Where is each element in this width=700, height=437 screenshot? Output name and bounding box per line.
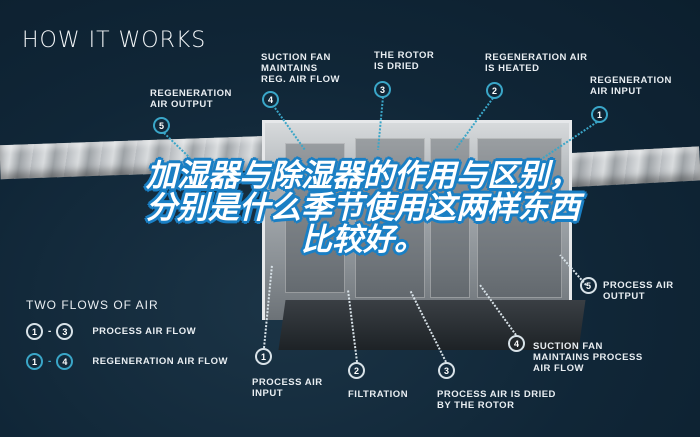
callout-regeneration-air-output: REGENERATION AIR OUTPUT 5: [150, 88, 232, 134]
step-5-icon: 5: [580, 277, 597, 294]
callout-label: REGENERATION AIR INPUT: [590, 75, 672, 97]
callout-process-dried: 3 PROCESS AIR IS DRIED BY THE ROTOR: [437, 362, 556, 411]
callout-label: PROCESS AIR INPUT: [252, 377, 323, 399]
step-1-icon: 1: [26, 323, 43, 340]
step-3-icon: 3: [438, 362, 455, 379]
unit-compartment: [477, 138, 562, 298]
step-3-icon: 3: [56, 323, 74, 340]
page-title: HOW IT WORKS: [22, 28, 207, 53]
step-1-icon: 1: [26, 353, 43, 370]
legend-dash: -: [48, 356, 52, 367]
unit-compartment: [430, 138, 470, 298]
legend-title: TWO FLOWS OF AIR: [26, 298, 159, 312]
step-4-icon: 4: [508, 335, 525, 352]
callout-label: FILTRATION: [348, 389, 409, 400]
step-1-icon: 1: [255, 348, 272, 365]
unit-compartment: [355, 138, 425, 298]
step-1-icon: 1: [591, 106, 608, 123]
headline-overlay: 加湿器与除湿器的作用与区别，分别是什么季节使用这两样东西比较好。: [145, 158, 581, 258]
callout-label: PROCESS AIR IS DRIED BY THE ROTOR: [437, 389, 556, 411]
step-4-icon: 4: [262, 91, 279, 108]
callout-label: PROCESS AIR OUTPUT: [603, 280, 674, 302]
legend: TWO FLOWS OF AIR 1 - 3 PROCESS AIR FLOW …: [26, 298, 228, 370]
callout-process-output: 5 PROCESS AIR OUTPUT: [580, 277, 674, 302]
step-2-icon: 2: [486, 82, 503, 99]
legend-label: PROCESS AIR FLOW: [92, 326, 197, 337]
callout-label: REGENERATION AIR OUTPUT: [150, 88, 232, 110]
callout-label: SUCTION FAN MAINTAINS REG. AIR FLOW: [261, 52, 340, 85]
dehumidifier-unit: [262, 120, 572, 320]
callout-label: SUCTION FAN MAINTAINS PROCESS AIR FLOW: [533, 341, 643, 374]
step-3-icon: 3: [374, 81, 391, 98]
legend-item-process: 1 - 3 PROCESS AIR FLOW: [26, 323, 228, 340]
legend-dash: -: [48, 326, 52, 337]
callout-label: REGENERATION AIR IS HEATED: [485, 52, 588, 74]
callout-regeneration-heated: REGENERATION AIR IS HEATED 2: [485, 52, 587, 99]
legend-label: REGENERATION AIR FLOW: [92, 356, 228, 367]
step-4-icon: 4: [56, 353, 74, 370]
step-2-icon: 2: [348, 362, 365, 379]
callout-suction-fan-reg: SUCTION FAN MAINTAINS REG. AIR FLOW 4: [261, 52, 340, 108]
callout-filtration: 2 FILTRATION: [348, 362, 408, 400]
callout-suction-fan-process: 4 SUCTION FAN MAINTAINS PROCESS AIR FLOW: [508, 335, 643, 374]
callout-process-input: 1 PROCESS AIR INPUT: [252, 348, 323, 399]
callout-regeneration-input: REGENERATION AIR INPUT 1: [590, 75, 672, 123]
callout-label: THE ROTOR IS DRIED: [374, 50, 435, 72]
callout-rotor-dried: THE ROTOR IS DRIED 3: [374, 50, 434, 98]
step-5-icon: 5: [153, 117, 170, 134]
unit-compartment: [285, 143, 345, 293]
legend-item-regeneration: 1 - 4 REGENERATION AIR FLOW: [26, 353, 228, 370]
